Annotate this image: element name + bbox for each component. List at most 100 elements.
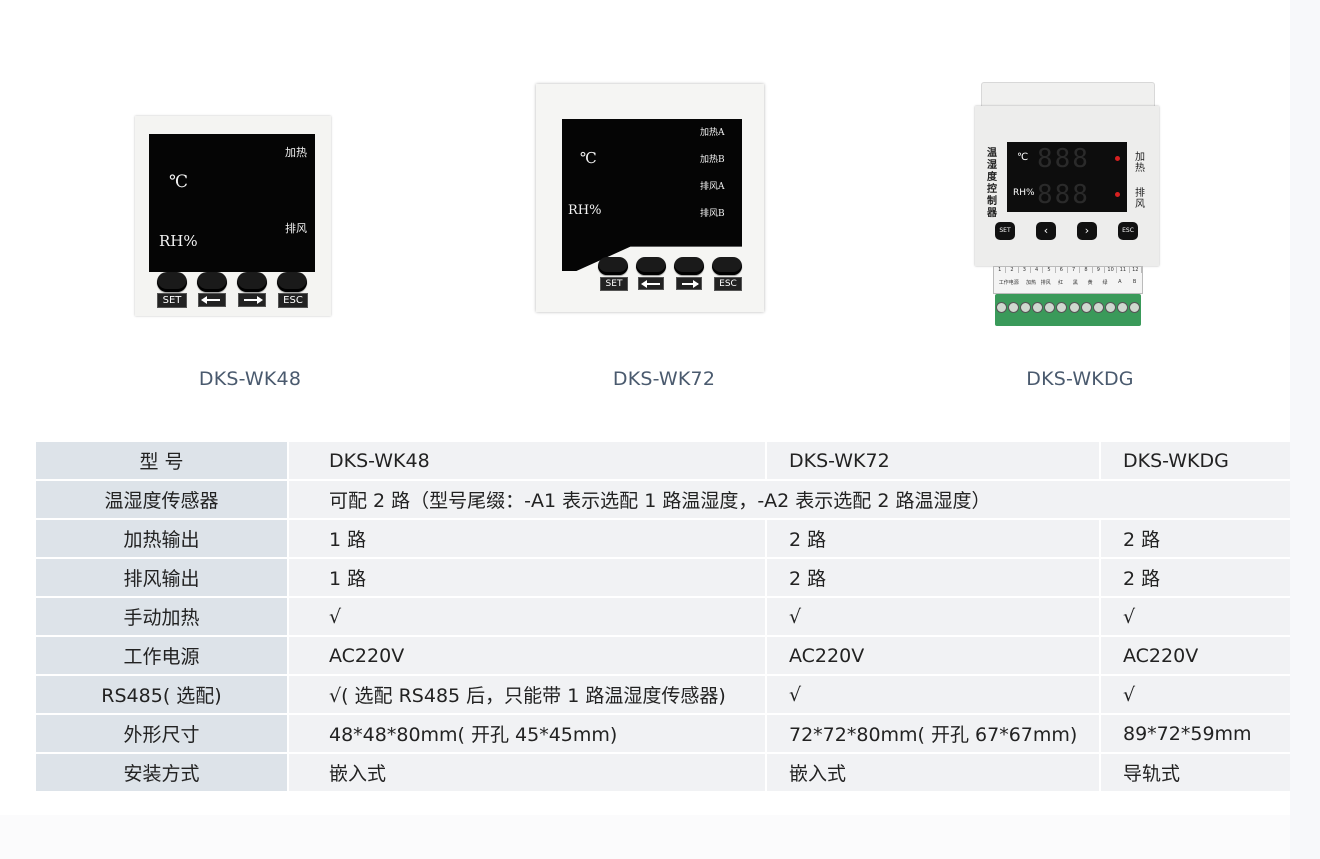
- terminal-screw-icon: [1104, 302, 1116, 313]
- table-cell: 72*72*80mm( 开孔 67*67mm): [765, 714, 1100, 754]
- heat-led-icon: [1115, 156, 1120, 161]
- table-cell: 48*48*80mm( 开孔 45*45mm): [288, 714, 766, 754]
- terminal-screw-icon: [1129, 302, 1141, 313]
- table-cell: √: [1099, 675, 1290, 715]
- set-key[interactable]: [157, 272, 187, 292]
- table-cell: 1 路: [288, 558, 766, 598]
- terminal-label: 加热: [1025, 280, 1036, 286]
- table-cell: 89*72*59mm: [1099, 714, 1290, 754]
- terminal-screw-icon: [1056, 302, 1068, 313]
- terminal-label: 绿: [1102, 280, 1108, 286]
- terminal-screws: [995, 294, 1141, 313]
- right-arrow-icon: [238, 293, 266, 307]
- terminal-number: 1: [994, 267, 1007, 273]
- esc-key-label: ESC: [714, 277, 742, 291]
- terminal-label: B: [1132, 279, 1137, 285]
- product-caption: DKS-WKDG: [1026, 368, 1134, 390]
- set-key[interactable]: [598, 257, 628, 275]
- lcd-hum-unit: RH%: [159, 232, 198, 250]
- terminal-number: 11: [1117, 267, 1130, 273]
- terminal-label: A: [1118, 279, 1122, 285]
- terminal-number: 3: [1019, 267, 1031, 273]
- table-cell: 2 路: [1099, 519, 1290, 559]
- terminal-screw-icon: [1092, 302, 1104, 313]
- table-cell: AC220V: [765, 636, 1100, 676]
- terminal-screw-icon: [1117, 302, 1129, 313]
- terminal-label: 黑: [1072, 280, 1078, 286]
- table-cell: 2 路: [765, 519, 1100, 559]
- table-cell: 2 路: [1099, 558, 1290, 598]
- terminal-number: 7: [1068, 267, 1081, 273]
- right-key[interactable]: [674, 257, 704, 275]
- lcd-display: ℃ RH% 加热 排风: [149, 134, 315, 272]
- set-key[interactable]: SET: [995, 222, 1015, 240]
- table-row: 温湿度传感器可配 2 路（型号尾缀：-A1 表示选配 1 路温湿度，-A2 表示…: [36, 480, 1290, 520]
- table-row: 手动加热√√√: [36, 597, 1290, 637]
- table-row: 安装方式嵌入式嵌入式导轨式: [36, 753, 1290, 793]
- left-arrow-icon: [638, 277, 664, 290]
- right-arrow-icon: [676, 277, 702, 290]
- display-hum-digits: 888: [1037, 180, 1090, 210]
- lcd-heat-a-label: 加热A: [700, 128, 725, 138]
- row-header: 外形尺寸: [36, 714, 289, 754]
- table-row: RS485( 选配)√( 选配 RS485 后，只能带 1 路温湿度传感器)√√: [36, 675, 1290, 715]
- fan-side-label: 排风: [1135, 188, 1145, 210]
- right-margin: [1290, 0, 1320, 859]
- set-key-label: SET: [157, 293, 187, 308]
- terminal-block: [995, 294, 1141, 326]
- display-temp-unit: ℃: [1017, 152, 1029, 163]
- terminal-label: 黄: [1087, 280, 1093, 286]
- left-key[interactable]: [197, 272, 227, 292]
- esc-key-label: ESC: [278, 293, 308, 308]
- row-header: 温湿度传感器: [36, 480, 289, 520]
- terminal-number: 10: [1105, 267, 1118, 273]
- terminal-label: 红: [1058, 280, 1064, 286]
- lcd-heat-label: 加热: [285, 146, 307, 159]
- table-cell: AC220V: [288, 636, 766, 676]
- terminal-screw-icon: [1032, 302, 1044, 313]
- row-header: 排风输出: [36, 558, 289, 598]
- left-key[interactable]: ‹: [1036, 222, 1056, 240]
- product-caption: DKS-WK72: [612, 368, 716, 390]
- lcd-fan-a-label: 排风A: [700, 182, 725, 192]
- esc-key[interactable]: [712, 257, 742, 275]
- row-header: 手动加热: [36, 597, 289, 637]
- left-key[interactable]: [636, 257, 666, 275]
- terminal-screw-icon: [1068, 302, 1080, 313]
- esc-key[interactable]: [277, 272, 307, 292]
- terminal-number: 8: [1080, 267, 1093, 273]
- row-header: 加热输出: [36, 519, 289, 559]
- lcd-heat-b-label: 加热B: [700, 155, 725, 165]
- table-cell: 嵌入式: [288, 753, 766, 793]
- right-key[interactable]: ›: [1077, 222, 1097, 240]
- table-cell: 1 路: [288, 519, 766, 559]
- product-wk72: ℃ RH% 加热A 加热B 排风A 排风B SET ESC: [536, 84, 764, 312]
- product-caption: DKS-WK48: [198, 368, 302, 390]
- lcd-display: ℃ RH% 加热A 加热B 排风A 排风B: [562, 119, 742, 271]
- lcd-fan-label: 排风: [285, 222, 307, 235]
- table-cell: 可配 2 路（型号尾缀：-A1 表示选配 1 路温湿度，-A2 表示选配 2 路…: [288, 480, 1290, 520]
- table-cell: √( 选配 RS485 后，只能带 1 路温湿度传感器): [288, 675, 766, 715]
- table-cell: √: [765, 597, 1100, 637]
- terminal-number: 5: [1043, 267, 1056, 273]
- table-cell: √: [765, 675, 1100, 715]
- row-header: 型 号: [36, 442, 289, 481]
- terminal-screw-icon: [1007, 302, 1019, 313]
- bottom-margin: [0, 815, 1290, 859]
- terminal-number: 9: [1093, 267, 1105, 273]
- product-wkdg: 温湿度控制器 ℃ 888 RH% 888 加热 排风 SET ‹ › ESC 1…: [975, 82, 1159, 330]
- table-cell: 嵌入式: [765, 753, 1100, 793]
- terminal-screw-icon: [995, 302, 1007, 313]
- terminal-number: 12: [1130, 267, 1142, 273]
- esc-key[interactable]: ESC: [1118, 222, 1138, 240]
- table-cell: DKS-WKDG: [1099, 442, 1290, 481]
- table-cell: 2 路: [765, 558, 1100, 598]
- right-key[interactable]: [237, 272, 267, 292]
